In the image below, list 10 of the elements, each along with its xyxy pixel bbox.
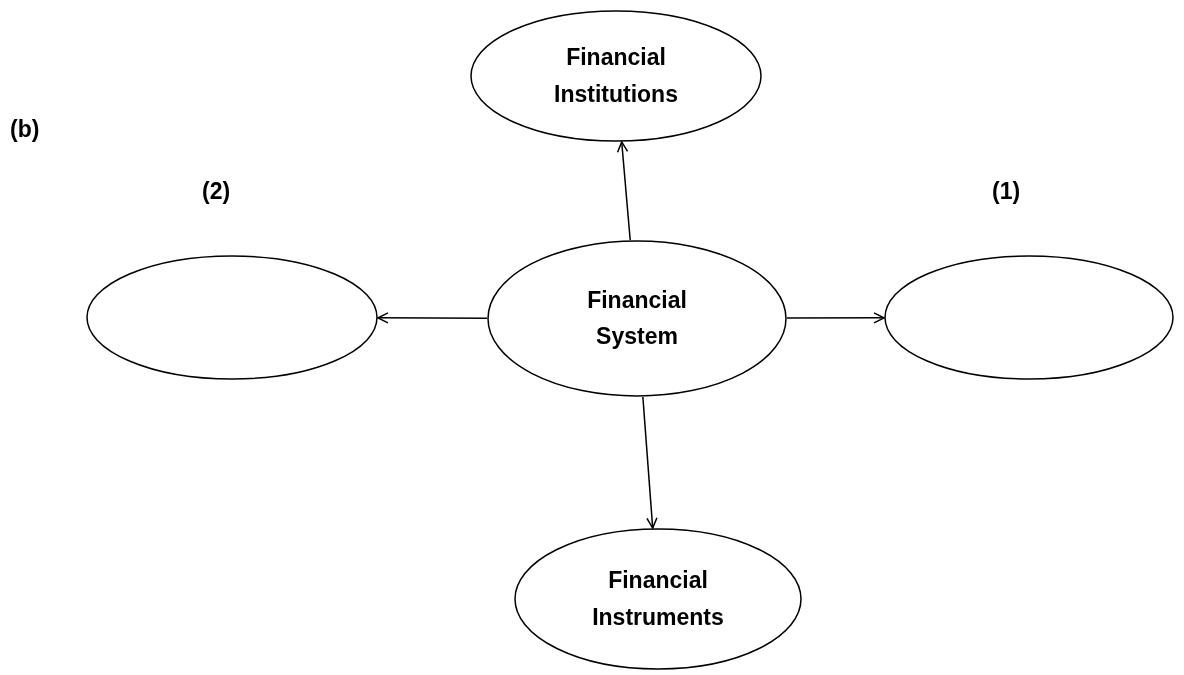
node-label: Financial Instruments [591, 566, 725, 632]
callout-number: (1) [992, 178, 1021, 205]
node-label: Financial System [586, 285, 688, 352]
callout-number: (2) [202, 178, 231, 205]
arrow [377, 312, 488, 324]
node-label: Financial Institutions [553, 43, 679, 109]
panel-label: (b) [10, 116, 40, 143]
arrow [786, 312, 885, 324]
arrow [642, 396, 658, 529]
arrow [616, 141, 631, 241]
